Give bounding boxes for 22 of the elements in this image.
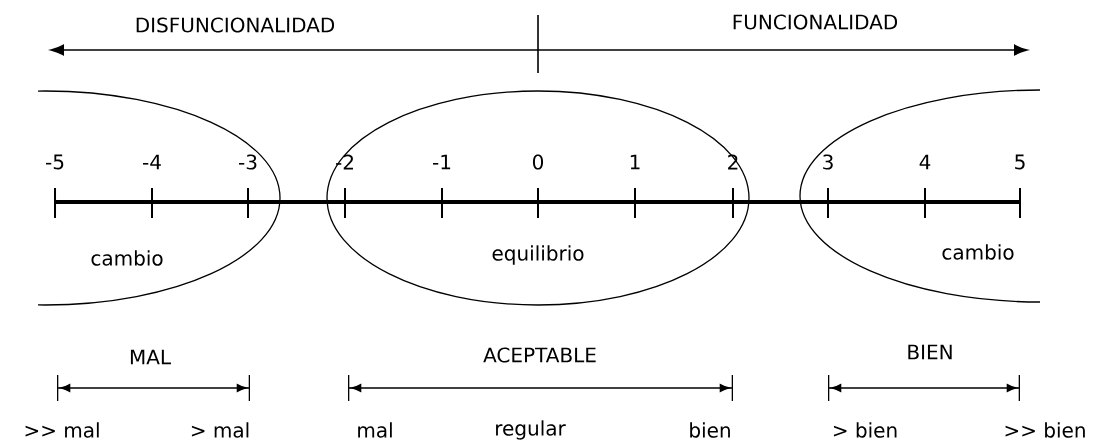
scale-label: >> mal — [25, 422, 99, 438]
tick-label: 4 — [919, 154, 931, 170]
axis-label: FUNCIONALIDAD — [733, 14, 898, 30]
tick-label: -4 — [143, 154, 161, 170]
tick-label: 1 — [630, 154, 640, 170]
scale-label: > bien — [833, 422, 897, 438]
tick-label: -3 — [239, 154, 257, 170]
scale-label: >> bien — [1005, 422, 1085, 438]
range-label: BIEN — [908, 344, 952, 360]
range-label: ACEPTABLE — [483, 347, 596, 363]
tick-label: 0 — [532, 154, 544, 170]
scale-label: > mal — [191, 422, 249, 438]
axis-label: DISFUNCIONALIDAD — [136, 17, 335, 33]
tick-label: -1 — [433, 154, 451, 170]
tick-label: 2 — [728, 154, 738, 170]
scale-label: mal — [358, 422, 392, 438]
tick-label: -5 — [46, 154, 64, 170]
scale-label: bien — [690, 422, 730, 438]
range-label: MAL — [130, 349, 171, 365]
tick-label: 3 — [823, 154, 833, 170]
scale-label: regular — [496, 420, 566, 440]
tick-label: 5 — [1015, 154, 1025, 170]
